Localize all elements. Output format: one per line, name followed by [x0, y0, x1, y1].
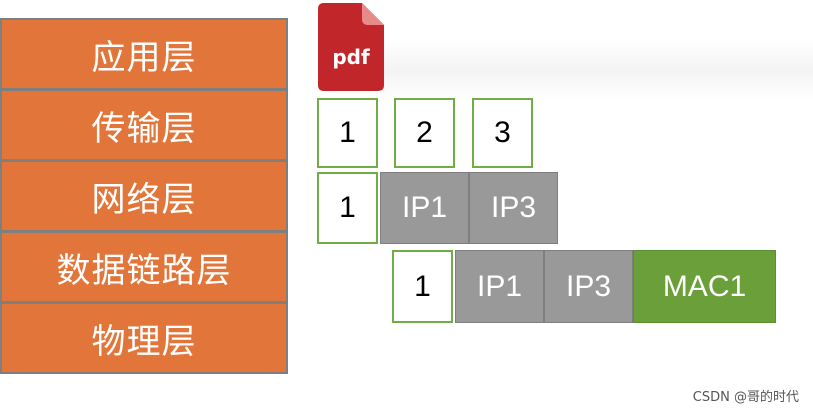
background-band: [380, 40, 813, 100]
layer-transport: 传输层: [0, 89, 288, 161]
transport-segment-1: 1: [317, 98, 378, 168]
transport-segment-3: 3: [472, 98, 533, 168]
pdf-file-icon: pdf: [318, 3, 384, 91]
datalink-segment: 1: [392, 250, 453, 323]
transport-segment-2: 2: [394, 98, 455, 168]
network-ip1-header: IP1: [380, 172, 469, 244]
layer-physical: 物理层: [0, 302, 288, 374]
layer-network: 网络层: [0, 160, 288, 232]
pdf-icon-label: pdf: [332, 45, 370, 69]
datalink-ip3-header: IP3: [544, 250, 633, 323]
layer-datalink: 数据链路层: [0, 231, 288, 303]
layer-application: 应用层: [0, 18, 288, 90]
network-segment: 1: [317, 172, 378, 244]
network-ip3-header: IP3: [469, 172, 558, 244]
osi-layer-stack: 应用层 传输层 网络层 数据链路层 物理层: [0, 18, 288, 374]
pdf-file-shape: [318, 3, 384, 91]
watermark: CSDN @哥的时代: [692, 390, 799, 405]
datalink-mac-header: MAC1: [633, 250, 776, 323]
datalink-ip1-header: IP1: [455, 250, 544, 323]
